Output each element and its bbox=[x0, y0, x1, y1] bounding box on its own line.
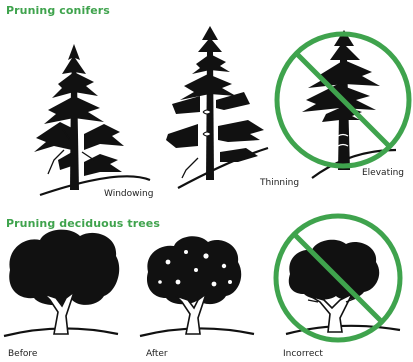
conifer-thinning-tree bbox=[166, 26, 268, 188]
ground-line bbox=[40, 176, 150, 195]
deciduous-after-tree bbox=[140, 236, 254, 336]
deciduous-before-tree bbox=[4, 230, 119, 336]
crown bbox=[9, 230, 119, 305]
crown bbox=[289, 240, 379, 300]
conifer-windowing-tree bbox=[34, 44, 150, 195]
